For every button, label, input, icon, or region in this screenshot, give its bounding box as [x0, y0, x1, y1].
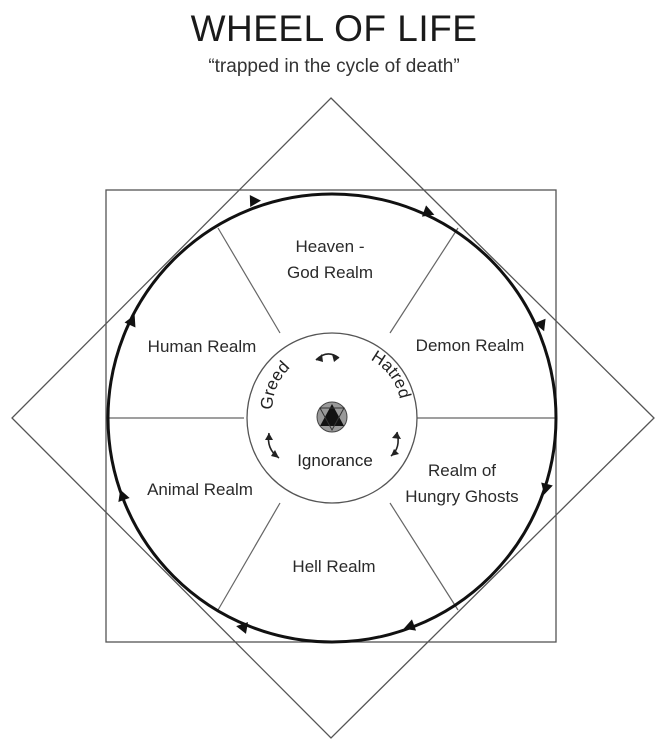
- arrow-icon: [265, 433, 273, 440]
- arrow-icon: [403, 619, 417, 631]
- ignorance-label: Ignorance: [297, 451, 373, 470]
- arrow-icon: [332, 354, 339, 362]
- diagram-subtitle: “trapped in the cycle of death”: [208, 56, 460, 77]
- outer-diamond: [11, 97, 655, 739]
- arrow-icon: [391, 449, 399, 456]
- cycle-arrows: [118, 195, 553, 634]
- arrow-icon: [421, 205, 435, 217]
- arrow-icon: [236, 622, 249, 634]
- arrow-icon: [316, 354, 323, 362]
- arrow-icon: [124, 315, 136, 328]
- hell-realm-label: Hell Realm: [292, 557, 375, 576]
- hungry-ghosts-realm-label-line2: Hungry Ghosts: [405, 487, 518, 506]
- diagram-title: WHEEL OF LIFE: [190, 8, 478, 49]
- realm-dividers: [108, 227, 555, 611]
- arrow-icon: [118, 489, 130, 503]
- center-emblem-icon: [316, 401, 348, 433]
- arrow-icon: [541, 482, 553, 495]
- hungry-ghosts-realm-label-line1: Realm of: [428, 461, 496, 480]
- arrow-icon: [534, 318, 546, 332]
- heaven-realm-label-line1: Heaven -: [296, 237, 365, 256]
- animal-realm-label: Animal Realm: [147, 480, 253, 499]
- demon-realm-label: Demon Realm: [416, 336, 525, 355]
- arrow-icon: [392, 432, 401, 439]
- human-realm-label: Human Realm: [148, 337, 257, 356]
- wheel-circle: [106, 192, 558, 644]
- arrow-icon: [271, 450, 279, 458]
- heaven-realm-label-line2: God Realm: [287, 263, 373, 282]
- arrow-icon: [249, 195, 261, 207]
- poison-arrow-heads: [265, 354, 401, 458]
